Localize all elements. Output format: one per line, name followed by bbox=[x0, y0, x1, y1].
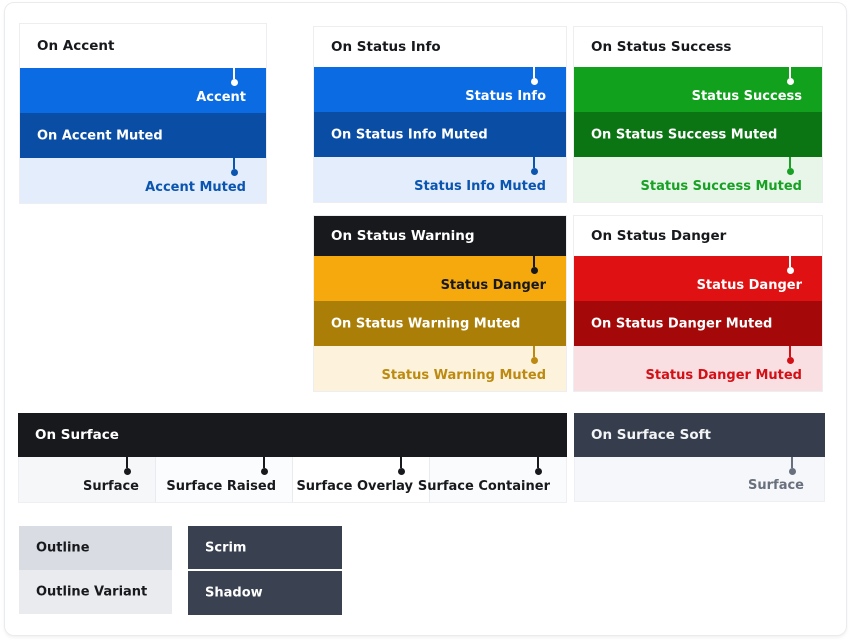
status-danger-header: On Status Danger bbox=[574, 216, 822, 256]
status-warning-header: On Status Warning bbox=[314, 216, 566, 256]
status-warning-card: On Status Warning Status Danger On Statu… bbox=[313, 215, 567, 392]
status-info-header-label: On Status Info bbox=[331, 39, 441, 55]
status-warning-swatch: Status Danger bbox=[314, 256, 566, 301]
status-success-header: On Status Success bbox=[574, 27, 822, 67]
status-success-header-label: On Status Success bbox=[591, 39, 732, 55]
surface-section: On Surface Surface Surface Raised Surfac… bbox=[18, 413, 567, 503]
status-info-muted-label: Status Info Muted bbox=[414, 179, 546, 194]
accent-card: On Accent Accent On Accent Muted Accent … bbox=[19, 23, 267, 204]
accent-swatch: Accent bbox=[20, 68, 266, 113]
outline-variant-label: Outline Variant bbox=[36, 584, 148, 600]
accent-muted-swatch: Accent Muted bbox=[20, 158, 266, 203]
pin-marker-icon bbox=[397, 457, 405, 475]
status-danger-muted-label: Status Danger Muted bbox=[645, 368, 803, 383]
accent-muted-label: Accent Muted bbox=[145, 180, 246, 195]
status-info-card: On Status Info Status Info On Status Inf… bbox=[313, 26, 567, 203]
pin-marker-icon bbox=[230, 68, 238, 86]
surface-overlay-cell: Surface Overlay bbox=[293, 457, 430, 502]
surface-raised-label: Surface Raised bbox=[166, 479, 276, 494]
status-success-swatch: Status Success bbox=[574, 67, 822, 112]
pin-marker-icon bbox=[123, 457, 131, 475]
outline-label: Outline bbox=[36, 540, 90, 556]
surface-container-cell: Surface Container bbox=[418, 457, 566, 502]
status-success-muted-label: Status Success Muted bbox=[640, 179, 802, 194]
outline-card: Outline Outline Variant bbox=[19, 526, 172, 614]
pin-marker-icon bbox=[530, 67, 538, 85]
status-danger-muted-on-swatch: On Status Danger Muted bbox=[574, 301, 822, 346]
status-warning-muted-on-label: On Status Warning Muted bbox=[331, 316, 521, 331]
status-warning-header-label: On Status Warning bbox=[331, 228, 475, 244]
outline-swatch: Outline bbox=[19, 526, 172, 570]
outline-variant-swatch: Outline Variant bbox=[19, 570, 172, 614]
status-warning-muted-label: Status Warning Muted bbox=[381, 368, 546, 383]
pin-marker-icon bbox=[534, 457, 542, 475]
status-danger-swatch: Status Danger bbox=[574, 256, 822, 301]
shadow-label: Shadow bbox=[205, 585, 263, 601]
status-success-muted-on-swatch: On Status Success Muted bbox=[574, 112, 822, 157]
status-success-card: On Status Success Status Success On Stat… bbox=[573, 26, 823, 203]
pin-marker-icon bbox=[788, 457, 796, 475]
surface-soft-section: On Surface Soft Surface bbox=[574, 413, 825, 502]
pin-marker-icon bbox=[530, 256, 538, 274]
status-info-header: On Status Info bbox=[314, 27, 566, 67]
surface-label: Surface bbox=[83, 479, 139, 494]
status-warning-swatch-label: Status Danger bbox=[440, 278, 546, 293]
status-success-muted-on-label: On Status Success Muted bbox=[591, 127, 778, 142]
surface-container-label: Surface Container bbox=[417, 479, 550, 494]
surface-soft-cell: Surface bbox=[574, 457, 825, 502]
status-info-muted-on-swatch: On Status Info Muted bbox=[314, 112, 566, 157]
status-info-swatch: Status Info bbox=[314, 67, 566, 112]
pin-marker-icon bbox=[786, 346, 794, 364]
scrim-shadow-card: Scrim Shadow bbox=[188, 526, 342, 615]
accent-header-label: On Accent bbox=[37, 38, 115, 54]
status-danger-muted-swatch: Status Danger Muted bbox=[574, 346, 822, 391]
status-danger-header-label: On Status Danger bbox=[591, 228, 727, 244]
status-success-label: Status Success bbox=[691, 89, 802, 104]
status-info-label: Status Info bbox=[465, 89, 546, 104]
accent-muted-on-label: On Accent Muted bbox=[37, 128, 163, 143]
surface-cells: Surface Surface Raised Surface Overlay S… bbox=[18, 457, 567, 503]
pin-marker-icon bbox=[260, 457, 268, 475]
on-surface-header: On Surface bbox=[18, 413, 567, 457]
status-info-muted-swatch: Status Info Muted bbox=[314, 157, 566, 202]
scrim-swatch: Scrim bbox=[188, 526, 342, 569]
shadow-swatch: Shadow bbox=[188, 571, 342, 615]
surface-soft-label: Surface bbox=[748, 478, 804, 493]
surface-raised-cell: Surface Raised bbox=[156, 457, 293, 502]
accent-swatch-label: Accent bbox=[196, 90, 246, 105]
status-danger-label: Status Danger bbox=[696, 278, 802, 293]
accent-muted-on-swatch: On Accent Muted bbox=[20, 113, 266, 158]
status-danger-card: On Status Danger Status Danger On Status… bbox=[573, 215, 823, 392]
surface-overlay-label: Surface Overlay bbox=[296, 479, 413, 494]
status-danger-muted-on-label: On Status Danger Muted bbox=[591, 316, 773, 331]
pin-marker-icon bbox=[530, 346, 538, 364]
pin-marker-icon bbox=[786, 256, 794, 274]
accent-header: On Accent bbox=[20, 24, 266, 68]
on-surface-soft-header-label: On Surface Soft bbox=[591, 427, 711, 443]
status-success-muted-swatch: Status Success Muted bbox=[574, 157, 822, 202]
status-info-muted-on-label: On Status Info Muted bbox=[331, 127, 488, 142]
status-warning-muted-swatch: Status Warning Muted bbox=[314, 346, 566, 391]
scrim-label: Scrim bbox=[205, 540, 247, 555]
pin-marker-icon bbox=[786, 157, 794, 175]
surface-cell: Surface bbox=[19, 457, 156, 502]
pin-marker-icon bbox=[786, 67, 794, 85]
pin-marker-icon bbox=[530, 157, 538, 175]
status-warning-muted-on-swatch: On Status Warning Muted bbox=[314, 301, 566, 346]
on-surface-soft-header: On Surface Soft bbox=[574, 413, 825, 457]
pin-marker-icon bbox=[230, 158, 238, 176]
on-surface-header-label: On Surface bbox=[35, 427, 119, 443]
